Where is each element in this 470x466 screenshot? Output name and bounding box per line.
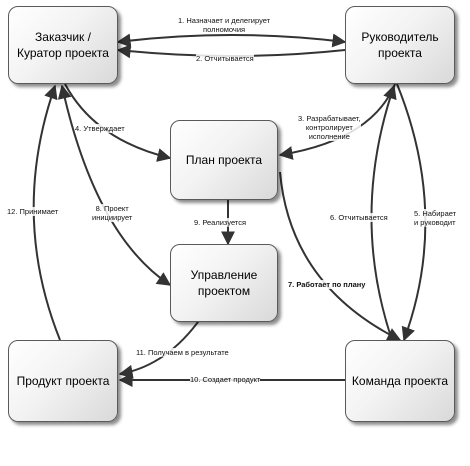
node-team: Команда проекта xyxy=(345,340,455,422)
node-product-label: Продукт проекта xyxy=(16,374,110,388)
edge-12-label: 12. Принимает xyxy=(7,207,59,216)
node-customer: Заказчик / Куратор проекта xyxy=(8,6,118,84)
edge-3-label: 3. Разрабатывает, контролирует исполнени… xyxy=(298,114,361,141)
edge-11-label: 11. Получаем в результате xyxy=(136,348,229,357)
node-customer-label: Заказчик / Куратор проекта xyxy=(17,30,109,60)
node-product: Продукт проекта xyxy=(8,340,118,422)
edge-8-label: 8. Проект инициирует xyxy=(92,204,133,222)
node-manager: Руководитель проекта xyxy=(345,6,455,84)
edge-4-arrow xyxy=(64,83,172,162)
edge-1-label: 1. Назначает и делегирует полномочия xyxy=(178,16,271,34)
node-manager-label: Руководитель проекта xyxy=(361,30,439,60)
edge-2-label: 2. Отчитывается xyxy=(196,54,254,63)
edge-4-label: 4. Утверждает xyxy=(75,124,125,133)
edge-10-label: 10. Создает продукт xyxy=(190,375,261,384)
node-management-label: Управление проектом xyxy=(190,268,258,298)
edge-7-label: 7. Работает по плану xyxy=(288,280,366,289)
edge-5-label: 5. Набирает и руководит xyxy=(414,209,457,227)
edge-9-label: 9. Реализуется xyxy=(194,218,247,227)
node-management: Управление проектом xyxy=(170,244,278,322)
edge-8-arrow xyxy=(57,84,172,286)
node-plan-label: План проекта xyxy=(185,153,263,167)
edge-1-arrow xyxy=(116,33,347,48)
node-plan: План проекта xyxy=(170,120,278,200)
edge-7-arrow xyxy=(279,171,402,341)
edge-6-label: 6. Отчитывается xyxy=(330,213,388,222)
node-team-label: Команда проекта xyxy=(351,374,449,388)
